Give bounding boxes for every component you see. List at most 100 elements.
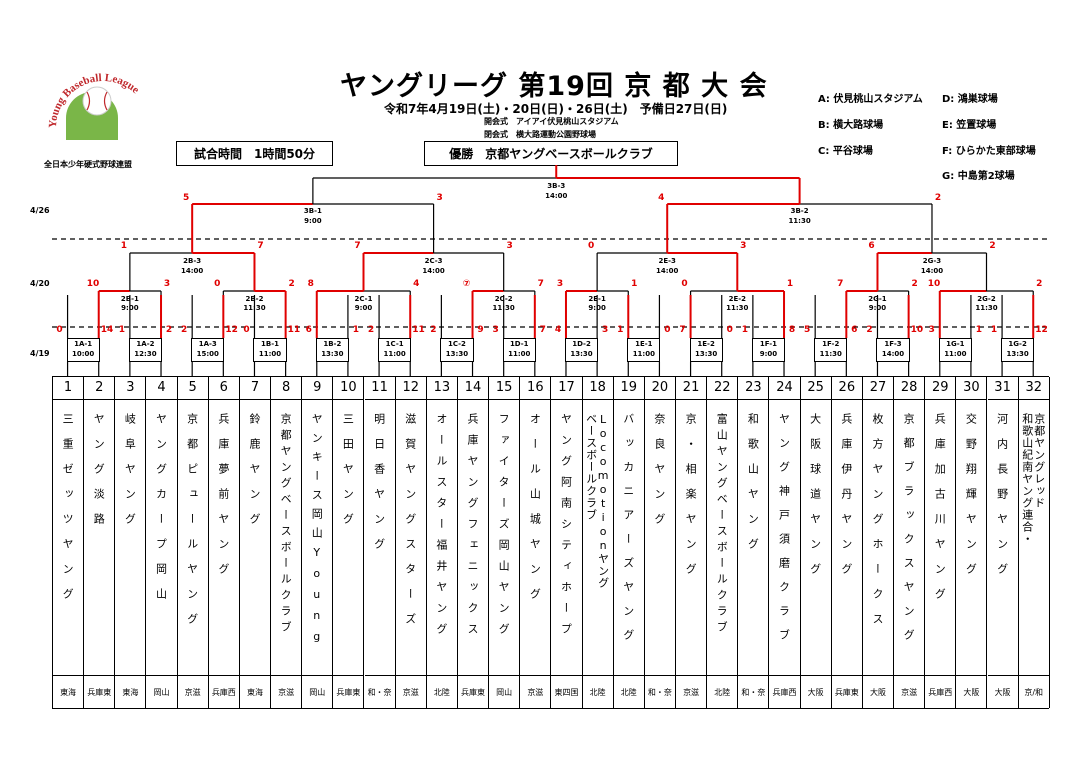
- match-label: 2G-2: [977, 295, 996, 303]
- team-region: 東海: [115, 675, 146, 710]
- team-number: 15: [489, 377, 520, 400]
- team-number: 12: [395, 377, 426, 400]
- team-name-line: ベースボールクラブ: [584, 413, 598, 521]
- venue-a: A: 伏見桃山スタジアム: [818, 94, 923, 105]
- match-time: 13:30: [321, 350, 344, 358]
- team-name-line: ヤンキース岡山Young: [310, 413, 324, 651]
- team-name-line: 京・相楽ヤング: [684, 413, 698, 588]
- team-number: 20: [644, 377, 675, 400]
- match-label: 2C-1: [354, 295, 373, 303]
- match-label: 1F-1: [759, 340, 778, 348]
- team-name-line: 京都ブラックスヤング: [902, 413, 916, 653]
- match-time: 11:00: [632, 350, 655, 358]
- venue-f: F: ひらかた東部球場: [942, 146, 1036, 157]
- score: ⑦: [462, 279, 471, 289]
- first-round-box: 1A-3 15:00: [191, 338, 225, 362]
- team-number: 24: [769, 377, 800, 400]
- score: 6: [305, 325, 312, 335]
- team-number: 6: [208, 377, 239, 400]
- match-label: 2G-3: [922, 257, 942, 265]
- score: 8: [307, 279, 314, 289]
- team-region: 岡山: [489, 675, 520, 710]
- team-name: 三重ゼッツヤング: [53, 413, 83, 671]
- team-name: ファイターズ岡山ヤング: [489, 413, 519, 671]
- score: 7: [537, 279, 544, 289]
- team-number: 4: [146, 377, 177, 400]
- team-name-line: ヤング阿南シティホープ: [559, 413, 573, 644]
- score: 9: [477, 325, 484, 335]
- team-region: 京滋: [271, 675, 302, 710]
- score: 7: [679, 325, 686, 335]
- match-label: 2C-3: [424, 257, 443, 265]
- score: 10: [910, 325, 924, 335]
- score: 0: [56, 325, 63, 335]
- team-region: 大阪: [987, 675, 1018, 710]
- team-name-line: 大阪球道ヤング: [808, 413, 822, 588]
- team-name-line: バッカニアーズヤング: [621, 413, 635, 653]
- match-label: 2E-2: [728, 295, 747, 303]
- score: 12: [1035, 325, 1048, 335]
- team-name: 明日香ヤング: [365, 413, 395, 671]
- tournament-bracket: [52, 165, 1050, 376]
- team-name: 三田ヤング: [333, 413, 363, 671]
- score: 7: [354, 241, 361, 251]
- team-number: 29: [925, 377, 956, 400]
- score: 3: [740, 241, 747, 251]
- team-name-line: 和歌山紀南ヤング連合・: [1020, 413, 1034, 545]
- score: 3: [163, 279, 171, 289]
- match-label: 2E-3: [658, 257, 676, 265]
- match-label: 1F-3: [884, 340, 902, 348]
- organization-name: 全日本少年硬式野球連盟: [44, 160, 132, 169]
- score: 0: [726, 325, 733, 335]
- match-label: 1B-2: [323, 340, 342, 348]
- team-name-line: 交野翔輝ヤング: [964, 413, 978, 588]
- score: 1: [631, 279, 638, 289]
- team-name: 大阪球道ヤング: [801, 413, 831, 671]
- match-time: 9:00: [868, 304, 887, 312]
- match-label: 1A-3: [198, 340, 217, 348]
- team-name-line: 奈良ヤング: [652, 413, 666, 538]
- match-label: 1D-2: [572, 340, 591, 348]
- day-label-426: 4/26: [30, 206, 50, 215]
- team-name-line: オール山城ヤング: [528, 413, 542, 613]
- team-name: 滋賀ヤングスターズ: [396, 413, 426, 671]
- team-name: バッカニアーズヤング: [614, 413, 644, 671]
- team-name: 兵庫加古川ヤング: [925, 413, 955, 671]
- score: 2: [181, 325, 188, 335]
- team-name-line: 富山ヤングベースボールクラブ: [715, 413, 729, 637]
- team-number: 30: [956, 377, 987, 400]
- team-name-line: 滋賀ヤングスターズ: [403, 413, 417, 638]
- team-name-line: ファイターズ岡山ヤング: [497, 413, 511, 644]
- team-region: 兵庫西: [769, 675, 800, 710]
- team-name: 和歌山ヤング: [738, 413, 768, 671]
- team-name: 京都ブラックスヤング: [894, 413, 924, 671]
- match-label: 2G-1: [868, 295, 887, 303]
- team-number: 5: [177, 377, 208, 400]
- score: 3: [436, 193, 443, 203]
- match-time: 11:30: [726, 304, 749, 312]
- team-name: 京都ヤングベースボールクラブ: [271, 413, 301, 671]
- team-name-line: オールスター福井ヤング: [434, 413, 448, 644]
- score: 1: [617, 325, 624, 335]
- match-time: 15:00: [196, 350, 219, 358]
- venue-g: G: 中島第2球場: [942, 171, 1015, 182]
- team-region: 和・奈: [644, 675, 675, 710]
- team-region: 大阪: [862, 675, 894, 710]
- team-name-line: 和歌山ヤング: [746, 413, 760, 563]
- match-time: 14:00: [656, 267, 679, 275]
- team-name: 岐阜ヤング: [115, 413, 145, 671]
- match-label: 1G-2: [1008, 340, 1027, 348]
